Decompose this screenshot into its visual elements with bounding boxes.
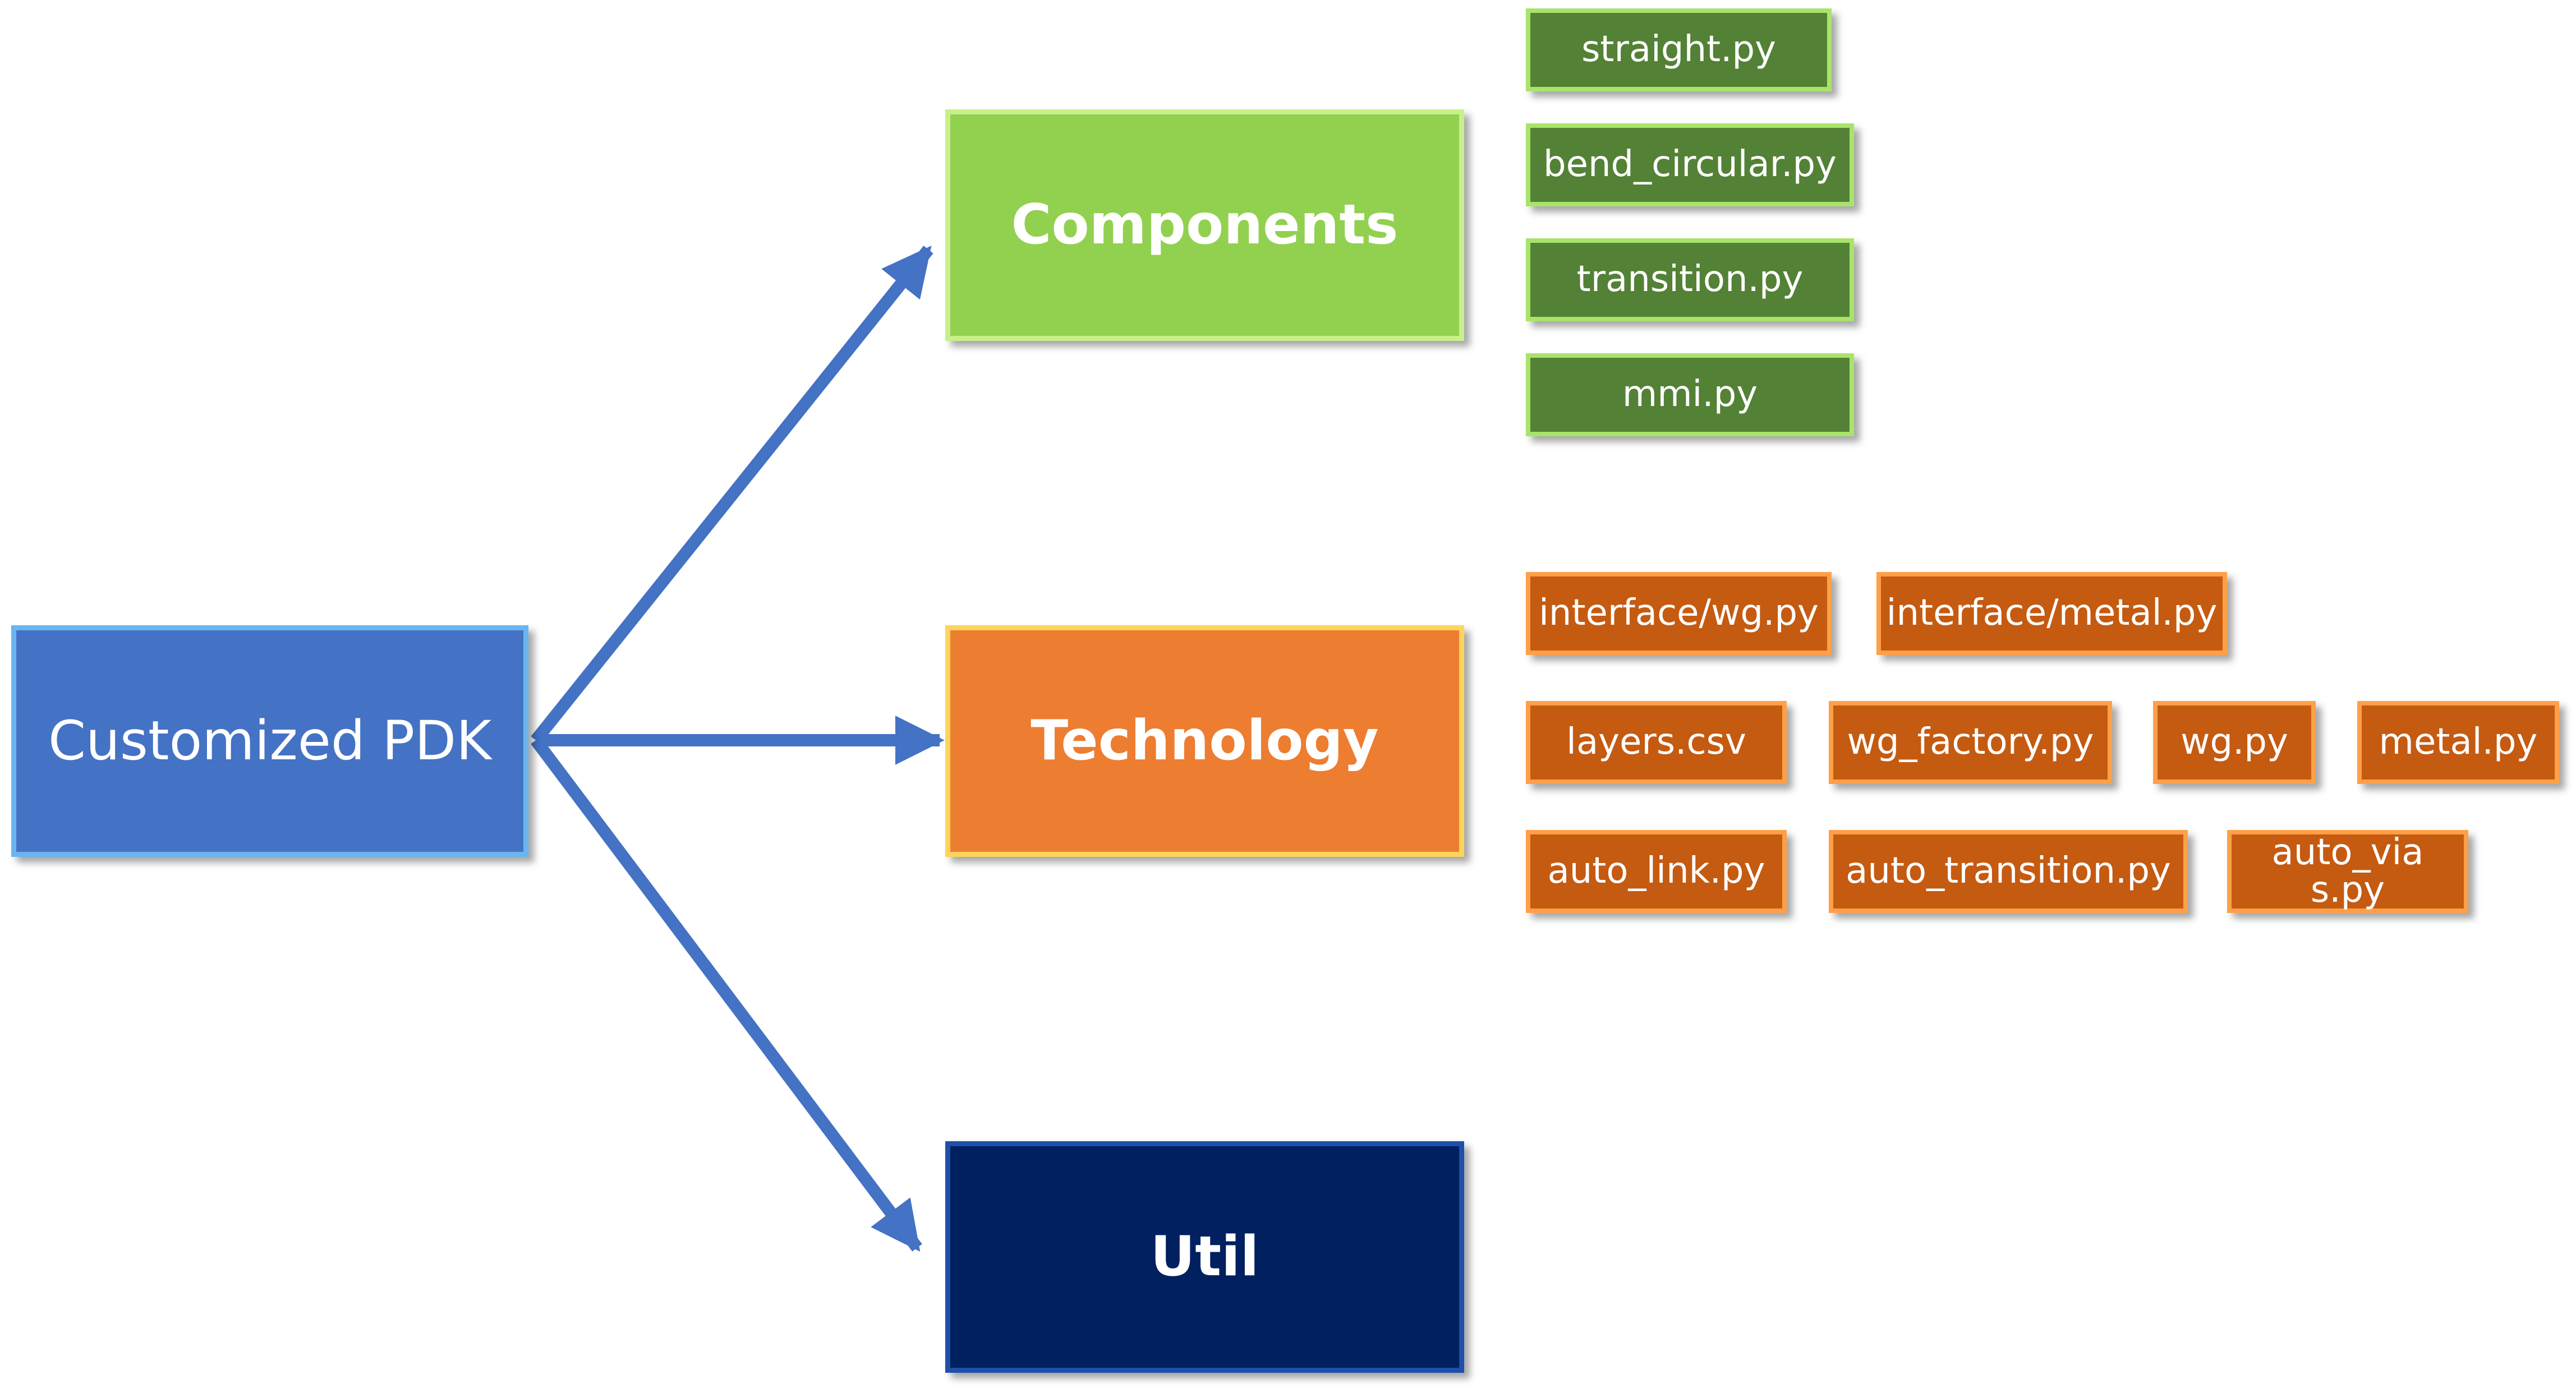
category-label-technology: Technology [1031, 709, 1379, 773]
file-label: wg.py [2181, 721, 2288, 763]
arrow-to-util [531, 736, 922, 1252]
root-node-customized-pdk: Customized PDK [11, 625, 528, 857]
file-node-transition: transition.py [1526, 238, 1854, 321]
file-label: auto_transition.py [1846, 850, 2171, 892]
file-label: auto_vias.py [2271, 831, 2424, 911]
arrow-to-components [531, 246, 933, 744]
file-label: metal.py [2379, 721, 2538, 763]
category-node-components: Components [945, 109, 1464, 341]
file-node-interface-metal: interface/metal.py [1876, 572, 2227, 655]
file-label: interface/wg.py [1539, 592, 1819, 634]
file-node-auto-transition: auto_transition.py [1829, 830, 2188, 913]
file-node-auto-link: auto_link.py [1526, 830, 1787, 913]
file-label: bend_circular.py [1543, 144, 1837, 186]
file-label: straight.py [1581, 29, 1776, 71]
category-node-technology: Technology [945, 625, 1464, 857]
file-node-bend-circular: bend_circular.py [1526, 123, 1854, 206]
file-label: wg_factory.py [1847, 721, 2094, 763]
file-node-metal: metal.py [2357, 701, 2559, 784]
file-node-auto-vias: auto_vias.py [2227, 830, 2468, 913]
file-label: interface/metal.py [1886, 592, 2218, 634]
file-label: auto_link.py [1547, 850, 1765, 892]
file-node-mmi: mmi.py [1526, 353, 1854, 436]
category-label-components: Components [1011, 193, 1399, 257]
file-node-layers-csv: layers.csv [1526, 701, 1787, 784]
file-label: mmi.py [1622, 373, 1758, 416]
file-node-wg: wg.py [2153, 701, 2316, 784]
file-label: transition.py [1576, 259, 1804, 301]
file-node-wg-factory: wg_factory.py [1829, 701, 2112, 784]
file-label: layers.csv [1566, 721, 1746, 763]
file-node-straight: straight.py [1526, 8, 1832, 91]
category-label-util: Util [1150, 1225, 1259, 1289]
file-node-interface-wg: interface/wg.py [1526, 572, 1832, 655]
category-node-util: Util [945, 1141, 1464, 1373]
root-node-label: Customized PDK [48, 709, 492, 773]
